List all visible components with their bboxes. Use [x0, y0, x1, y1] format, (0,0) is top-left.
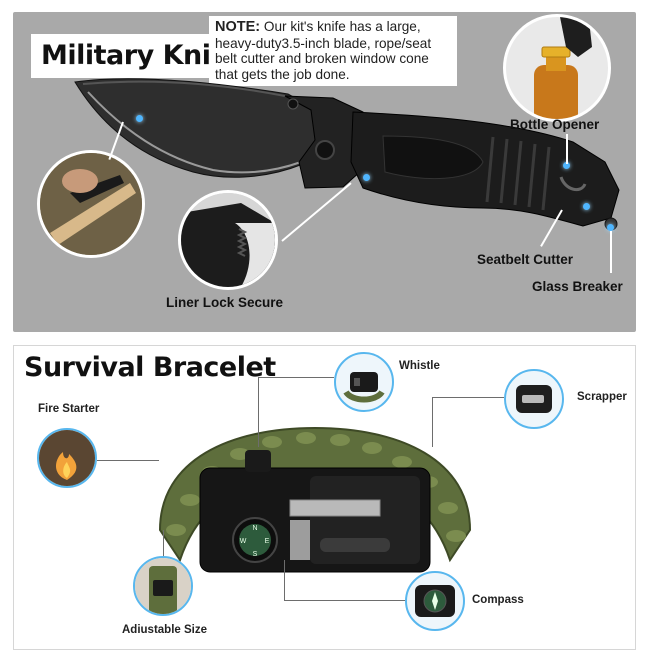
knife-blade-spine: [82, 80, 286, 97]
bottle-opener-leader: [566, 134, 568, 164]
glass-breaker-label: Glass Breaker: [532, 279, 623, 294]
whistle-leader-v: [258, 377, 259, 447]
compass-leader-h: [284, 600, 405, 601]
adjustable-size-label: Adiustable Size: [122, 624, 207, 636]
whistle-label: Whistle: [399, 360, 440, 372]
seatbelt-hook: [559, 176, 587, 192]
knife-blade: [74, 78, 319, 178]
compass-n: N: [252, 525, 257, 532]
fire-starter-leader: [97, 460, 159, 461]
note-text: Our kit's knife has a large, heavy-duty3…: [215, 19, 432, 82]
liner-lock-circle: [178, 190, 278, 290]
bottle-body: [534, 65, 578, 119]
handle-inlay: [382, 135, 484, 179]
scrapper-circle: [504, 369, 564, 429]
adjustable-leader: [163, 530, 164, 556]
thumb-stud: [287, 98, 299, 110]
knife-illustration: [74, 78, 620, 231]
pivot-screw: [315, 140, 335, 160]
compass-label: Compass: [472, 594, 524, 606]
knife-note: NOTE: Our kit's knife has a large, heavy…: [209, 16, 457, 86]
fire-rod: [320, 538, 390, 552]
seatbelt-cutter-dot: [583, 203, 590, 210]
fire-starter-circle: [37, 428, 97, 488]
serrations: [236, 228, 248, 257]
bottle-neck: [546, 55, 566, 71]
bottle-opener-dot: [563, 162, 570, 169]
compass-w: W: [240, 538, 247, 545]
note-label: NOTE:: [215, 19, 261, 35]
paracord-weave: [166, 432, 466, 542]
knife-in-hand: [70, 175, 124, 203]
compass-circle: [405, 571, 465, 631]
compass-leader-v: [284, 560, 285, 600]
knife-butt-opener: [560, 17, 592, 57]
whistle-leader-h: [258, 377, 334, 378]
scraper-blade: [289, 499, 381, 517]
scrapper-leader-h: [432, 397, 504, 398]
knife-blade-edge: [87, 91, 302, 174]
wood-stick: [50, 183, 136, 245]
seatbelt-cutter-label: Seatbelt Cutter: [477, 252, 574, 267]
bracelet-illustration: N E S W: [158, 426, 472, 573]
glass-breaker-leader: [610, 231, 612, 273]
liner-lock-dot: [363, 174, 370, 181]
scrapper-label: Scrapper: [577, 391, 627, 403]
scrapper-leader-v: [432, 397, 433, 447]
knife-title: Military Knife: [41, 40, 240, 71]
fire-starter-label: Fire Starter: [38, 403, 100, 415]
bottle-opener-circle: [503, 14, 611, 122]
whistle-body: [245, 450, 271, 472]
bottle-opener-label: Bottle Opener: [510, 117, 600, 132]
whistle-circle: [334, 352, 394, 412]
liner-lock-label: Liner Lock Secure: [166, 295, 284, 310]
hand: [62, 169, 98, 193]
bracelet-title: Survival Bracelet: [24, 352, 276, 383]
blade-dot: [136, 115, 143, 122]
adjustable-size-circle: [133, 556, 193, 616]
compass-s: S: [253, 551, 258, 558]
handle-grips: [485, 136, 551, 211]
glass-breaker-dot: [607, 224, 614, 231]
scraper-slot: [290, 520, 310, 560]
compass-face: [239, 524, 271, 556]
compass-e: E: [265, 538, 270, 545]
bottle-cap: [541, 46, 571, 58]
carving-circle: [37, 150, 145, 258]
